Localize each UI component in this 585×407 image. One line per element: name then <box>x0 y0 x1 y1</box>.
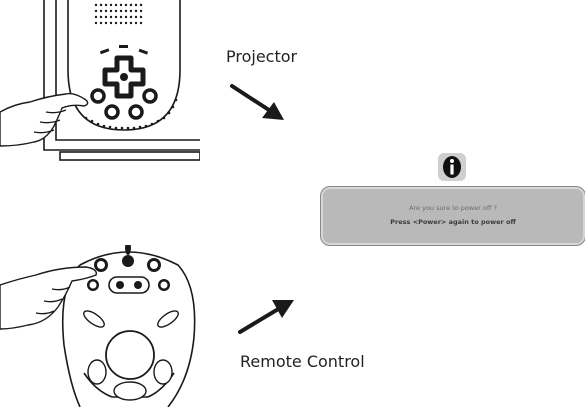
arrow-icon-projector <box>230 84 284 120</box>
projector-illustration <box>0 0 200 161</box>
hand-pointer-icon <box>0 92 89 147</box>
projector-label: Projector <box>226 47 298 66</box>
dpad <box>102 55 146 99</box>
dialog-message-line-2: Press <Power> again to power off <box>390 218 516 226</box>
remote-control-illustration <box>0 245 196 407</box>
power-off-dialog: Are you sure to power off ? Press <Power… <box>320 186 585 246</box>
hand-pointer-icon-2 <box>0 266 97 330</box>
arrow-icon-remote <box>238 300 294 334</box>
info-icon <box>438 153 466 181</box>
speaker-grille <box>94 3 143 25</box>
remote-control-label: Remote Control <box>240 352 365 371</box>
dialog-message-line-1: Are you sure to power off ? <box>409 204 497 212</box>
